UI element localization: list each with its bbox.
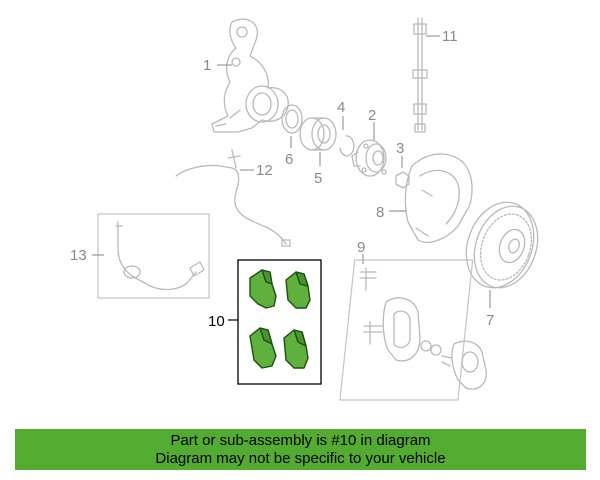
brake-pad-2-edge — [295, 271, 309, 287]
callout-6: 6 — [285, 151, 293, 168]
notice-line-2: Diagram may not be specific to your vehi… — [155, 449, 446, 467]
speed-sensor-part — [115, 221, 205, 291]
wheel-bearing-part — [299, 117, 337, 151]
brake-pads-part — [249, 269, 311, 369]
hub-part — [351, 139, 387, 177]
dust-shield-part — [404, 153, 473, 243]
speed-sensor-wire-part — [175, 149, 291, 247]
brake-pad-4-edge — [293, 329, 307, 347]
callout-9: 9 — [357, 239, 365, 256]
brake-rotor-part — [465, 201, 539, 289]
callout-3: 3 — [396, 140, 404, 157]
callout-2: 2 — [368, 107, 376, 124]
brake-pad-1-edge — [261, 269, 273, 285]
seal-part — [281, 104, 303, 134]
callout-12: 12 — [256, 162, 273, 179]
brake-pad-3-edge — [259, 327, 273, 345]
callout-1: 1 — [203, 57, 211, 74]
part-13-frame — [97, 213, 210, 299]
snap-ring-part — [339, 135, 355, 157]
callout-10: 10 — [208, 313, 225, 330]
notice-line-1: Part or sub-assembly is #10 in diagram — [170, 431, 431, 449]
part-9-frame — [339, 259, 474, 401]
callout-8: 8 — [376, 204, 384, 221]
brake-hose-part — [412, 17, 428, 133]
brake-pad-1 — [249, 269, 277, 309]
diagram-notice-banner: Part or sub-assembly is #10 in diagram D… — [15, 429, 586, 470]
callout-11: 11 — [442, 28, 458, 45]
brake-caliper-part — [359, 267, 487, 390]
callout-7: 7 — [486, 312, 494, 329]
callout-13: 13 — [70, 247, 87, 264]
part-10-frame — [237, 259, 322, 385]
hub-nut-part — [395, 171, 410, 189]
callout-5: 5 — [314, 170, 322, 187]
steering-knuckle-part — [211, 18, 289, 133]
parts-diagram: 1 6 5 4 2 3 8 — [70, 17, 539, 401]
callout-4: 4 — [337, 99, 345, 116]
